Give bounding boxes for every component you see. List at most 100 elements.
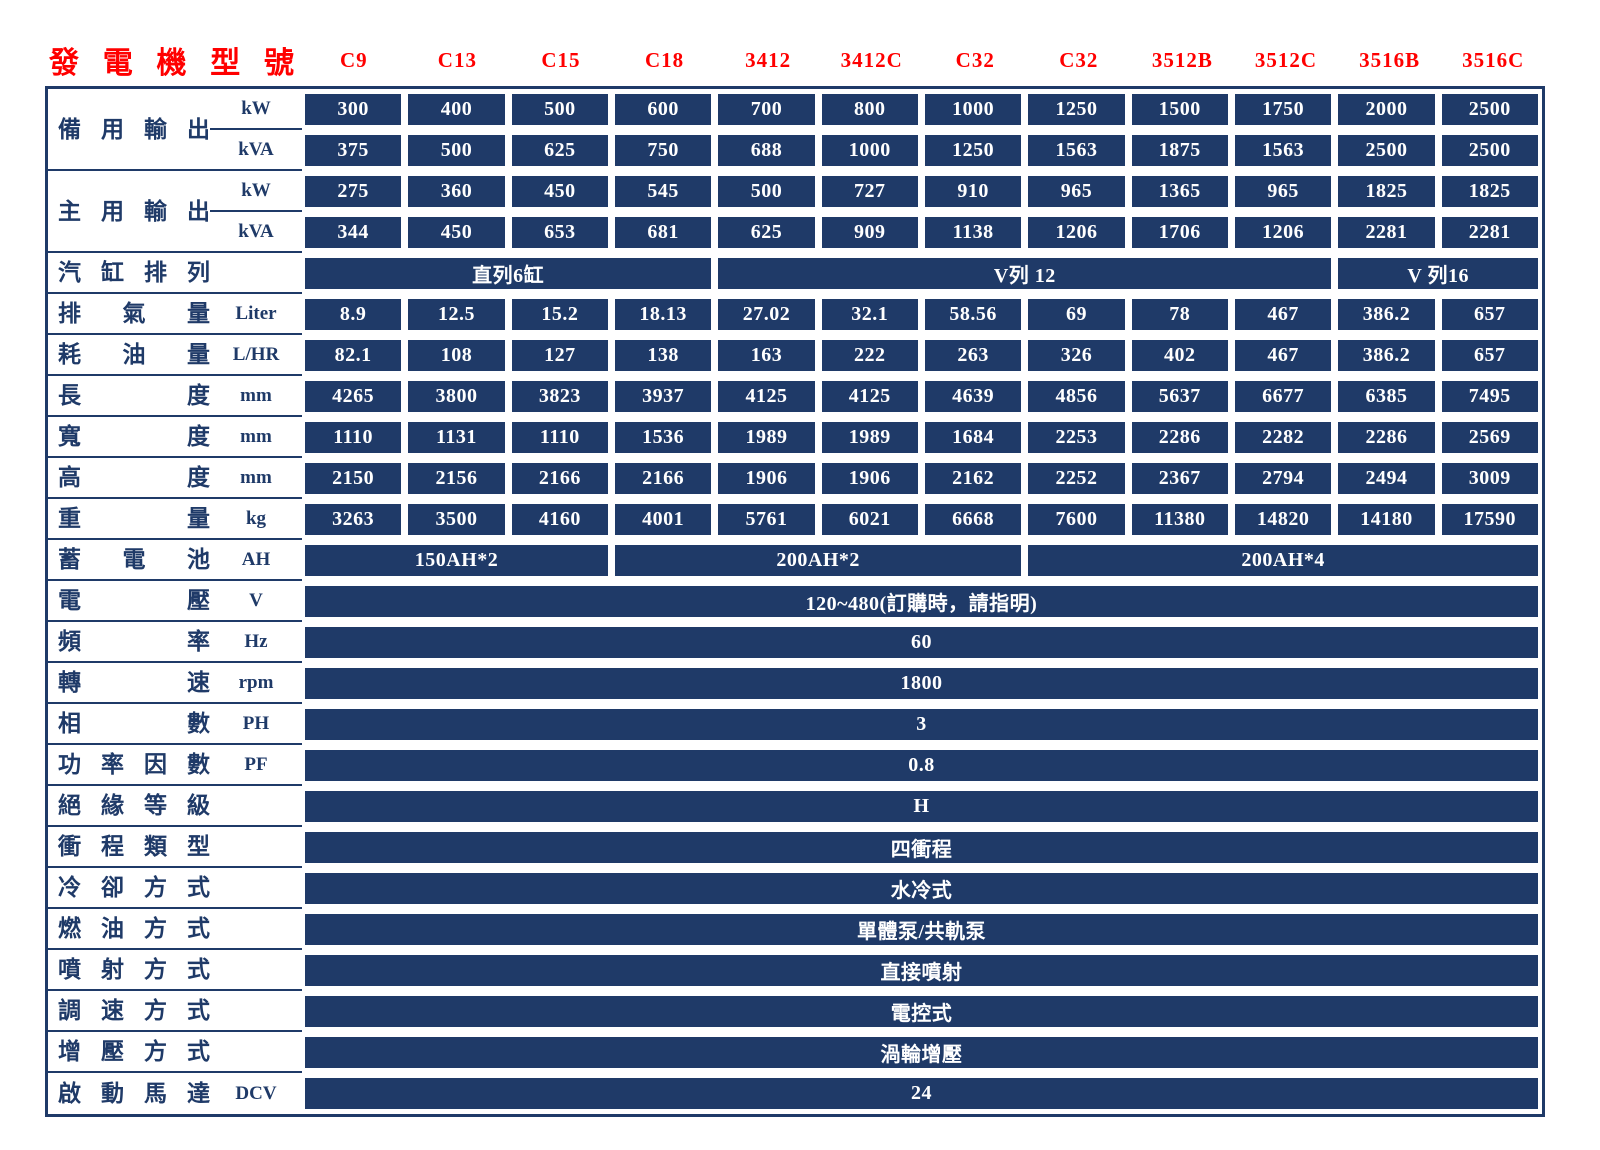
spec-value-cell: 4160 bbox=[511, 504, 608, 535]
title-char: 型 bbox=[210, 47, 241, 80]
spec-row: 噴射方式直接噴射 bbox=[48, 950, 1542, 991]
label-char: 排 bbox=[144, 260, 167, 285]
spec-value-cell: 1206 bbox=[1028, 217, 1125, 248]
label-wrap: 長度 bbox=[58, 376, 210, 415]
label-char: 電 bbox=[58, 588, 81, 613]
spec-value-cell: 200AH*2 bbox=[615, 545, 1022, 576]
label-char: 重 bbox=[58, 506, 81, 531]
spec-value-cell: 3500 bbox=[408, 504, 505, 535]
spec-value-cell: 單體泵/共軌泵 bbox=[305, 914, 1538, 945]
row-label: 重量 bbox=[58, 507, 210, 530]
data-row: 電控式 bbox=[302, 991, 1542, 1032]
spec-value-cell: 909 bbox=[821, 217, 918, 248]
row-unit: kg bbox=[245, 507, 267, 529]
spec-value-cell: 653 bbox=[511, 217, 608, 248]
spec-value-cell: 6021 bbox=[821, 504, 918, 535]
label-char: 式 bbox=[187, 916, 210, 941]
spec-value-cell: 750 bbox=[614, 135, 712, 166]
row-label: 汽缸排列 bbox=[58, 261, 210, 284]
spec-value-cell: 2367 bbox=[1131, 463, 1228, 494]
label-char: 量 bbox=[187, 506, 210, 531]
spec-value-cell: 2281 bbox=[1338, 217, 1435, 248]
spec-value-cell: 4125 bbox=[718, 381, 815, 412]
spec-value-cell: 108 bbox=[408, 340, 505, 371]
spec-value-cell: 360 bbox=[408, 176, 505, 207]
label-char: 因 bbox=[144, 752, 167, 777]
spec-value-cell: 3937 bbox=[614, 381, 712, 412]
spec-value-cell: 222 bbox=[821, 340, 918, 371]
row-label: 絕緣等級 bbox=[58, 794, 210, 817]
data-row: H bbox=[302, 786, 1542, 827]
spec-value-cell: 7495 bbox=[1441, 381, 1538, 412]
row-unit: mm bbox=[240, 384, 272, 406]
spec-value-cell: 7600 bbox=[1028, 504, 1125, 535]
spec-value-cell: 1906 bbox=[821, 463, 918, 494]
label-wrap: 冷卻方式 bbox=[58, 868, 210, 907]
spec-value-cell: 3 bbox=[305, 709, 1538, 740]
spec-value-cell: 4639 bbox=[924, 381, 1022, 412]
spec-value-cell: 625 bbox=[718, 217, 815, 248]
label-char: 方 bbox=[144, 957, 167, 982]
row-label: 啟動馬達 bbox=[58, 1082, 210, 1105]
spec-value-cell: 1110 bbox=[305, 422, 402, 453]
label-char: 壓 bbox=[101, 1039, 124, 1064]
label-char: 卻 bbox=[101, 875, 124, 900]
spec-value-cell: 1684 bbox=[924, 422, 1022, 453]
data-row: 3 bbox=[302, 704, 1542, 745]
spec-value-cell: 1131 bbox=[408, 422, 505, 453]
row-label: 頻率 bbox=[58, 630, 210, 653]
title-char: 號 bbox=[264, 47, 294, 80]
row-unit bbox=[210, 253, 302, 292]
label-char: 速 bbox=[101, 998, 124, 1023]
label-char: 壓 bbox=[187, 588, 210, 613]
spec-value-cell: 69 bbox=[1028, 299, 1125, 330]
label-wrap: 重量 bbox=[58, 499, 210, 538]
row-label-cell: 頻率 Hz bbox=[48, 622, 302, 663]
data-row: 120~480(訂購時，請指明) bbox=[302, 581, 1542, 622]
spec-value-cell: 1206 bbox=[1234, 217, 1332, 248]
label-char: 相 bbox=[58, 711, 81, 736]
row-label-cell: 衝程類型 bbox=[48, 827, 302, 868]
spec-value-cell: 1706 bbox=[1131, 217, 1228, 248]
row-unit: Hz bbox=[244, 630, 268, 652]
spec-value-cell: 18.13 bbox=[614, 299, 712, 330]
label-char: 功 bbox=[58, 752, 81, 777]
row-label: 冷卻方式 bbox=[58, 876, 210, 899]
spec-value-cell: 1800 bbox=[305, 668, 1538, 699]
spec-row: 絕緣等級 H bbox=[48, 786, 1542, 827]
spec-value-cell: 1000 bbox=[821, 135, 918, 166]
label-char: 度 bbox=[187, 383, 210, 408]
row-unit bbox=[210, 1032, 302, 1071]
label-wrap: 汽缸排列 bbox=[58, 253, 210, 292]
row-unit: L/HR bbox=[232, 343, 280, 365]
label-wrap: 增壓方式 bbox=[58, 1032, 210, 1071]
spec-value-cell: 渦輪增壓 bbox=[305, 1037, 1538, 1068]
row-unit: mm bbox=[240, 425, 272, 447]
label-char: 數 bbox=[187, 752, 210, 777]
label-char: 啟 bbox=[58, 1081, 81, 1106]
label-char: 度 bbox=[187, 424, 210, 449]
label-char: 方 bbox=[144, 875, 167, 900]
spec-value-cell: 2569 bbox=[1441, 422, 1538, 453]
label-wrap: 主用輸出 bbox=[58, 171, 210, 251]
title-char: 發 bbox=[49, 47, 79, 80]
spec-value-cell: 2494 bbox=[1338, 463, 1435, 494]
label-char: 頻 bbox=[58, 629, 81, 654]
row-label-cell: 長度 mm bbox=[48, 376, 302, 417]
row-unit: AH bbox=[241, 548, 271, 570]
spec-value-cell: 1250 bbox=[924, 135, 1022, 166]
spec-value-cell: 水冷式 bbox=[305, 873, 1538, 904]
spec-value-cell: 965 bbox=[1028, 176, 1125, 207]
